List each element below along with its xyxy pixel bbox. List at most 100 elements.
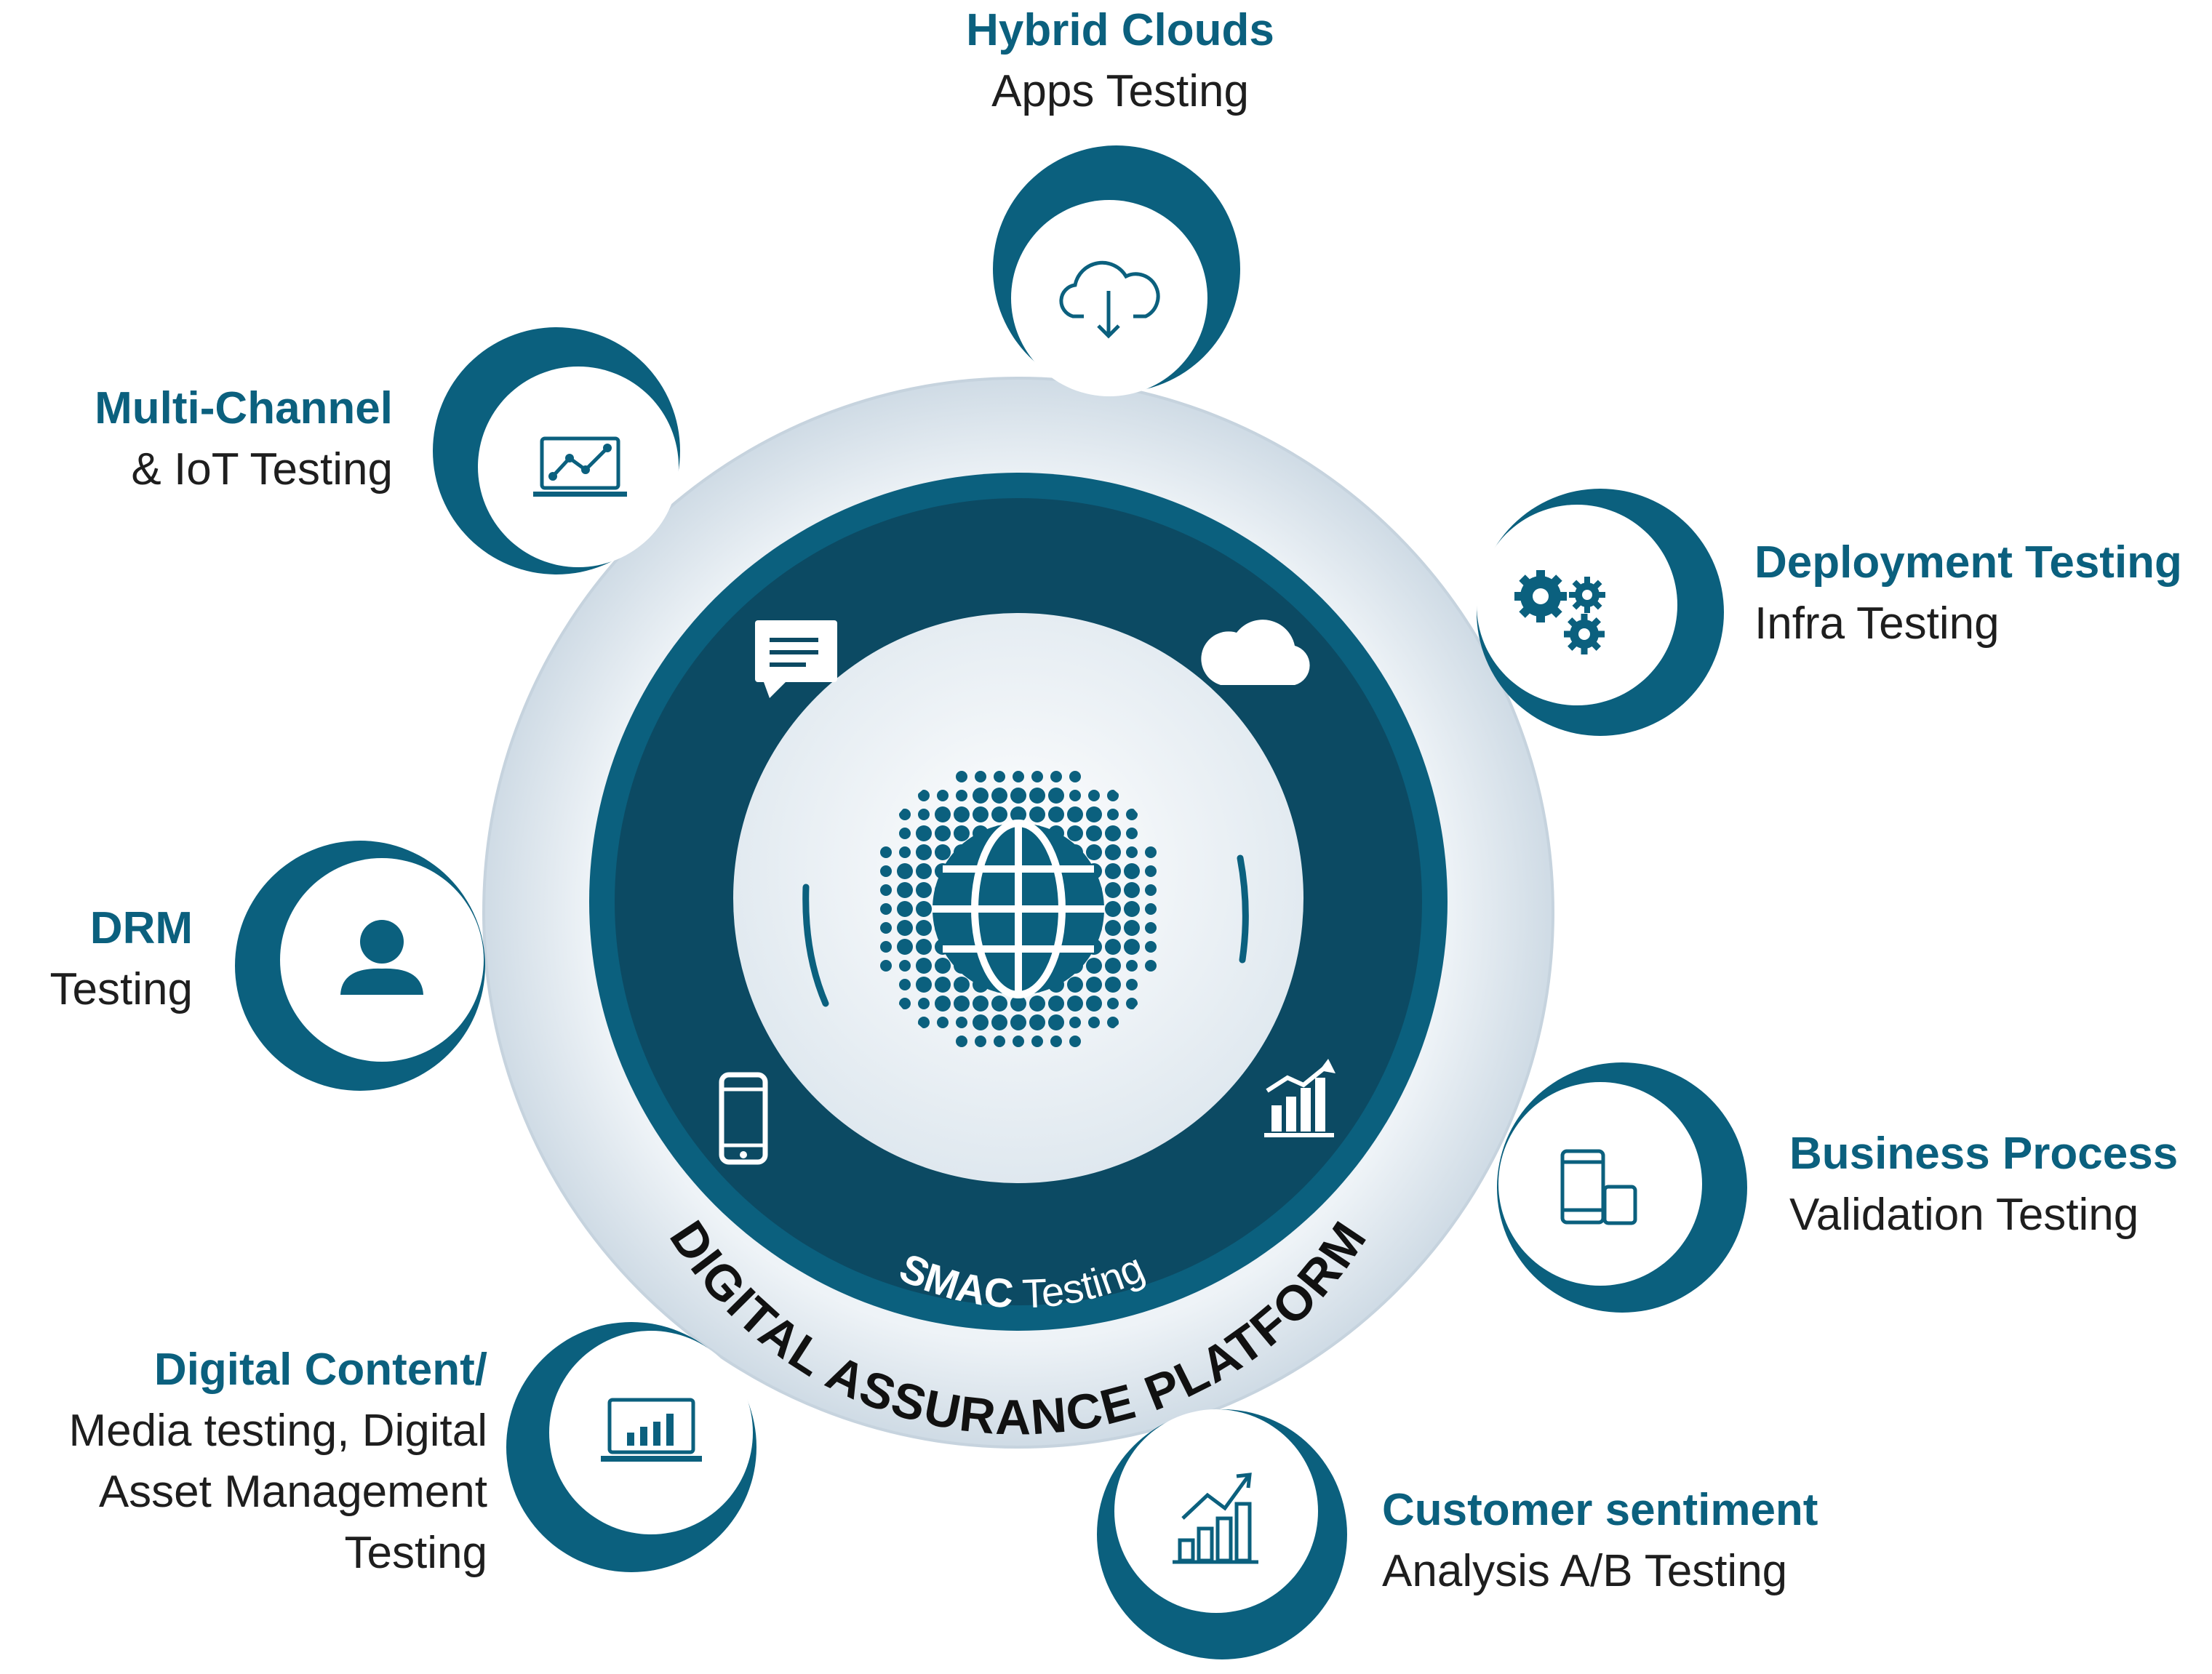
globe-dot bbox=[1145, 903, 1157, 915]
globe-dot bbox=[1086, 996, 1102, 1012]
globe-dot bbox=[1088, 790, 1100, 801]
globe-dot bbox=[1048, 806, 1064, 822]
globe-dot bbox=[973, 1014, 989, 1030]
globe-dot bbox=[1107, 809, 1119, 820]
globe-dot bbox=[916, 825, 932, 841]
globe-dot bbox=[1031, 771, 1043, 782]
globe-dot bbox=[935, 977, 951, 993]
globe-dot bbox=[880, 960, 892, 972]
globe-dot bbox=[1126, 979, 1138, 990]
globe-dot bbox=[880, 903, 892, 915]
gear-tooth bbox=[1584, 577, 1590, 587]
globe-dot bbox=[991, 1014, 1007, 1030]
globe-dot bbox=[973, 788, 989, 804]
globe-dot bbox=[1067, 825, 1083, 841]
globe-dot bbox=[880, 922, 892, 934]
globe-dot bbox=[899, 828, 911, 839]
globe-dot bbox=[937, 790, 949, 801]
globe-dot bbox=[954, 977, 970, 993]
globe-dot bbox=[1086, 806, 1102, 822]
globe-dot bbox=[1145, 884, 1157, 896]
left-bracket bbox=[802, 884, 829, 1007]
globe-dot bbox=[1126, 846, 1138, 858]
label-digital-content: Digital Content/ Media testing, Digital … bbox=[0, 1339, 488, 1584]
globe-dot bbox=[897, 939, 913, 955]
globe-dot bbox=[954, 806, 970, 822]
gear-tooth bbox=[1549, 574, 1562, 588]
globe-dot bbox=[916, 844, 932, 860]
globe-dot bbox=[1010, 788, 1026, 804]
label-line: Apps Testing bbox=[991, 66, 1249, 116]
globe-dot bbox=[899, 846, 911, 858]
label-line: Testing bbox=[49, 964, 193, 1014]
gear-tooth bbox=[1589, 617, 1601, 630]
gear-tooth bbox=[1514, 592, 1525, 601]
globe-dot bbox=[1124, 863, 1140, 879]
globe-dot bbox=[1086, 977, 1102, 993]
globe-dot bbox=[1145, 922, 1157, 934]
node-customer-sentiment-circle bbox=[1097, 1409, 1347, 1659]
globe-dot bbox=[897, 920, 913, 936]
globe-dot bbox=[1124, 901, 1140, 917]
globe-dot bbox=[916, 882, 932, 898]
globe-dot bbox=[1086, 844, 1102, 860]
globe-dot bbox=[1048, 996, 1064, 1012]
globe-dot bbox=[1145, 941, 1157, 953]
globe-dot bbox=[1067, 977, 1083, 993]
laptop-analytics-icon bbox=[601, 1398, 702, 1462]
node-business-process-circle bbox=[1497, 1062, 1747, 1313]
globe-dot bbox=[1126, 828, 1138, 839]
globe-dot bbox=[1145, 865, 1157, 877]
globe-dot bbox=[1124, 882, 1140, 898]
globe-dot bbox=[935, 825, 951, 841]
globe-dot bbox=[935, 844, 951, 860]
globe-dot bbox=[994, 1036, 1005, 1047]
gear-tooth bbox=[1589, 638, 1601, 651]
growth-chart-icon bbox=[1173, 1473, 1258, 1564]
globe-dot bbox=[935, 996, 951, 1012]
globe-dot bbox=[918, 809, 930, 820]
globe-dot bbox=[1086, 958, 1102, 974]
globe-dot bbox=[937, 1017, 949, 1028]
globe-dot bbox=[1105, 825, 1121, 841]
globe-dot bbox=[1048, 788, 1064, 804]
globe-dot bbox=[1145, 846, 1157, 858]
globe-dot bbox=[1145, 960, 1157, 972]
gear-tooth bbox=[1536, 612, 1545, 622]
node-drm-circle bbox=[235, 841, 485, 1091]
globe-dot bbox=[1067, 806, 1083, 822]
gears-icon bbox=[1514, 570, 1605, 654]
globe-dot bbox=[916, 939, 932, 955]
laptop-chart-icon bbox=[533, 436, 627, 497]
globe-dot bbox=[1031, 1036, 1043, 1047]
gear-tooth bbox=[1557, 592, 1567, 601]
globe-dot bbox=[1010, 996, 1026, 1012]
globe-dot bbox=[899, 998, 911, 1009]
globe-dot bbox=[899, 979, 911, 990]
central-platform: DIGITAL ASSURANCE PLATFORM SMAC Testing bbox=[482, 377, 1554, 1449]
label-title: Digital Content/ bbox=[153, 1345, 487, 1395]
gear-tooth bbox=[1581, 644, 1588, 654]
node-deployment-circle bbox=[1477, 489, 1724, 736]
globe-dot bbox=[1048, 1014, 1064, 1030]
globe-dot bbox=[1124, 920, 1140, 936]
globe-dot bbox=[956, 771, 967, 782]
gear-tooth bbox=[1584, 603, 1590, 613]
label-line: Validation Testing bbox=[1789, 1190, 2139, 1240]
label-title: Customer sentiment bbox=[1382, 1485, 1818, 1535]
globe-dot bbox=[899, 809, 911, 820]
label-line: Media testing, Digital bbox=[68, 1406, 488, 1456]
globe-dot bbox=[954, 996, 970, 1012]
label-multi-channel: Multi-Channel & IoT Testing bbox=[44, 378, 393, 500]
globe-dot bbox=[1107, 998, 1119, 1009]
globe-dot bbox=[899, 960, 911, 972]
globe-dot bbox=[994, 771, 1005, 782]
globe-dot bbox=[1105, 901, 1121, 917]
globe-dot bbox=[954, 825, 970, 841]
label-title: Multi-Channel bbox=[95, 383, 393, 433]
node-digital-content-circle bbox=[506, 1322, 756, 1572]
globe-dot bbox=[991, 806, 1007, 822]
gear-tooth bbox=[1549, 604, 1562, 618]
gear-tooth bbox=[1564, 630, 1574, 638]
globe-dot bbox=[973, 806, 989, 822]
